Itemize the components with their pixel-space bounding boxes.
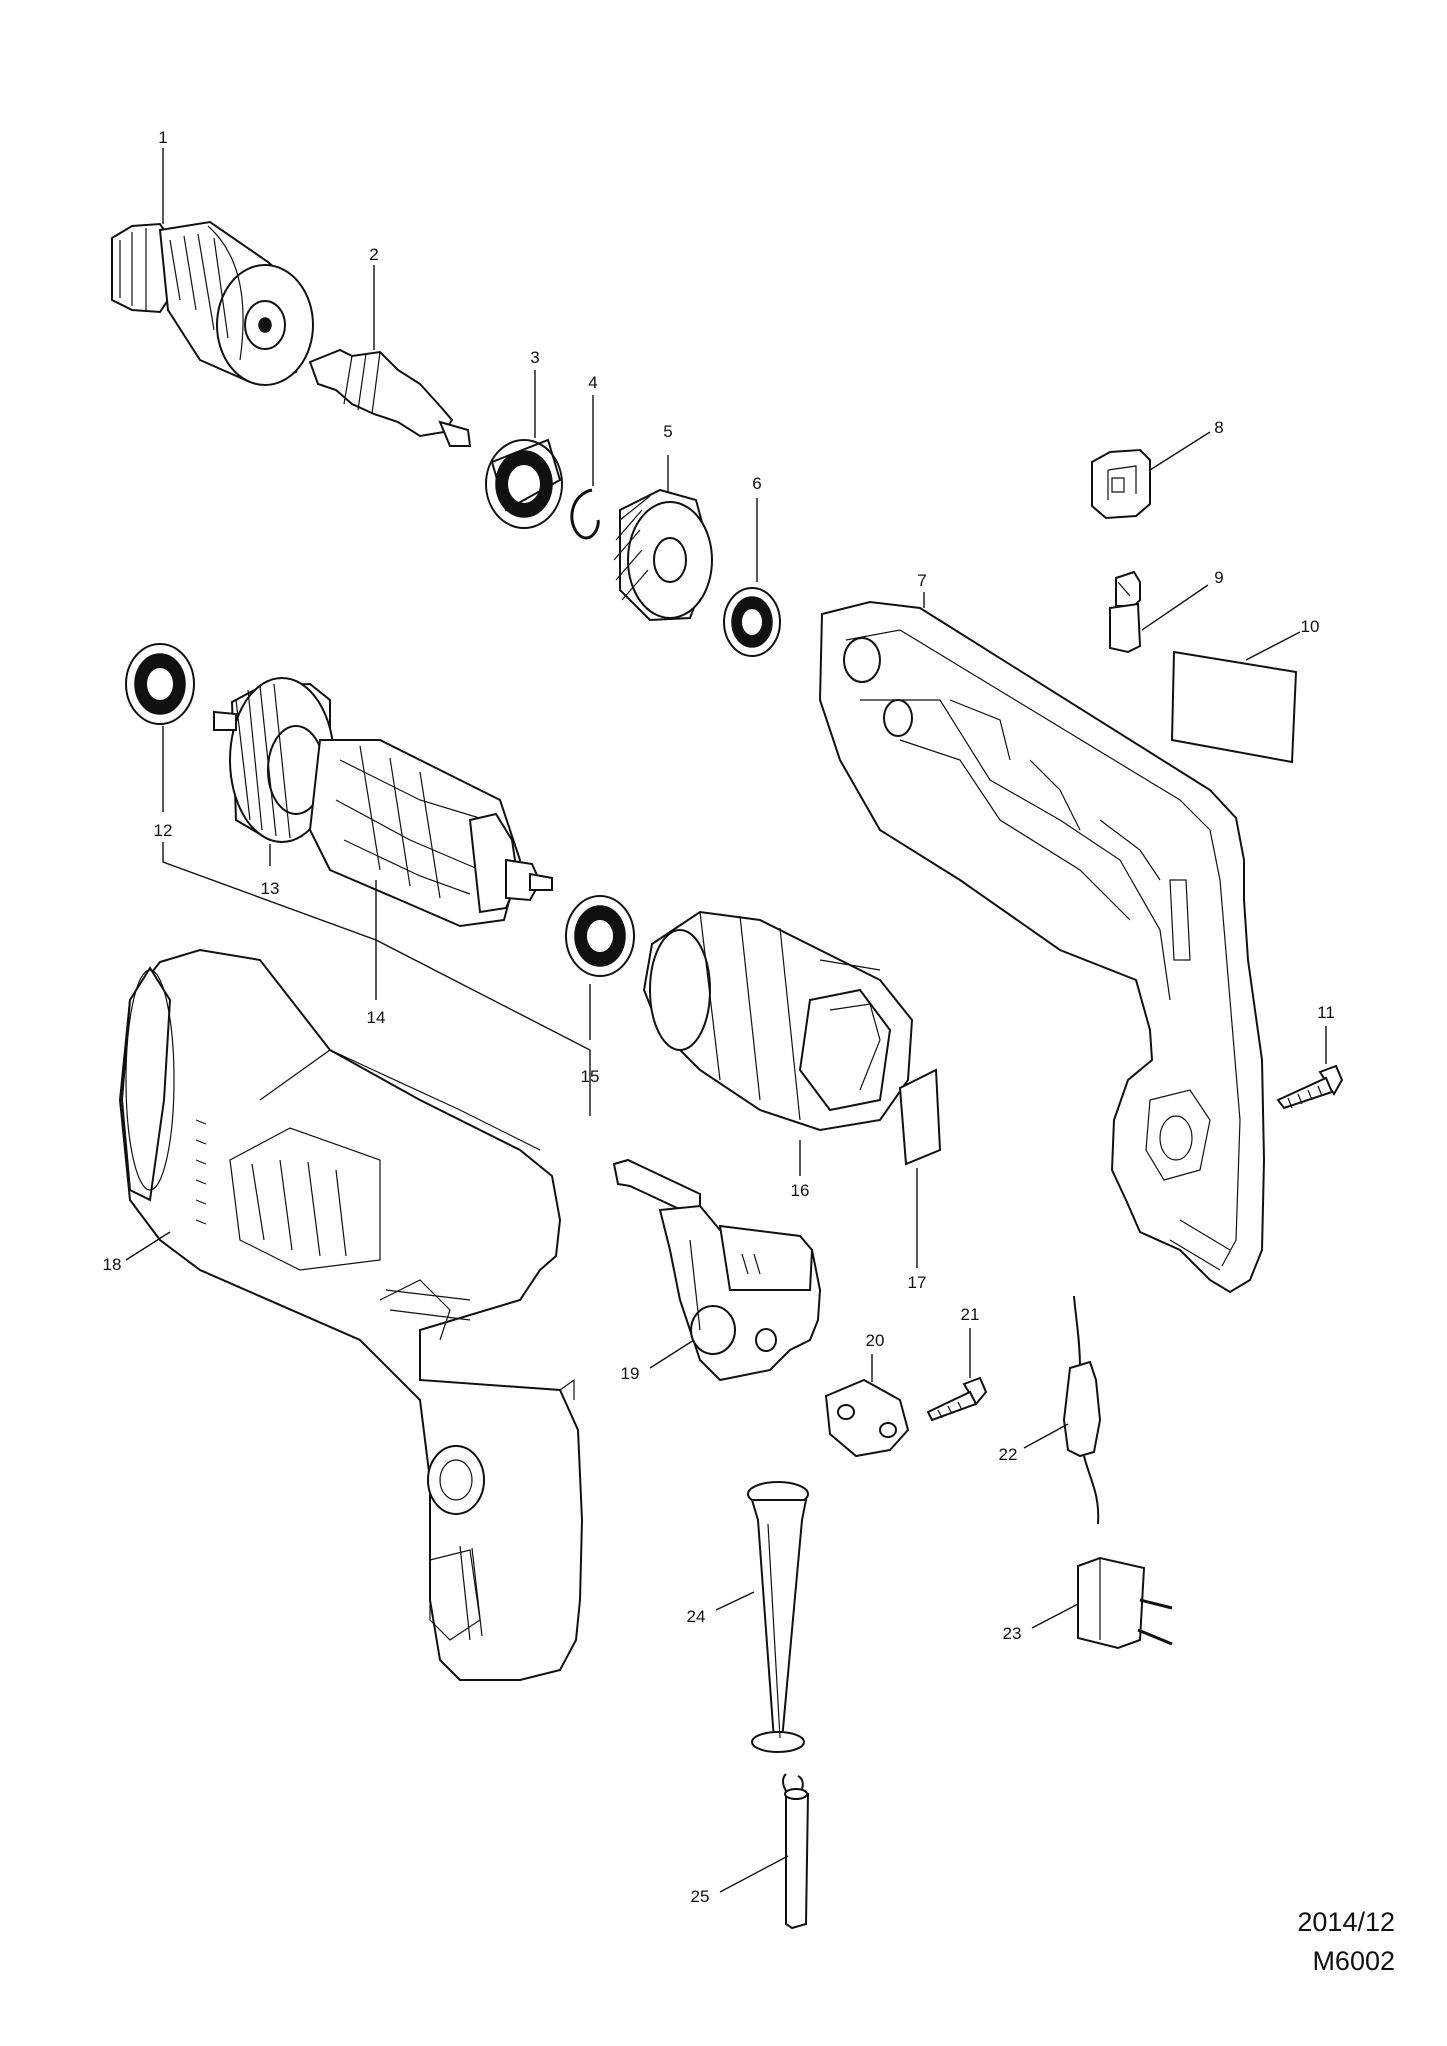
model-number: M6002 bbox=[1312, 1946, 1395, 1976]
part-8-brush-holder bbox=[1091, 448, 1151, 520]
part-6-small-bearing bbox=[723, 587, 781, 657]
part-14-armature bbox=[213, 677, 553, 928]
revision-date: 2014/12 bbox=[1297, 1907, 1395, 1937]
callout-5: 5 bbox=[663, 422, 672, 441]
callout-17: 17 bbox=[908, 1273, 927, 1292]
callout-20: 20 bbox=[866, 1331, 885, 1350]
callout-18: 18 bbox=[103, 1255, 122, 1274]
callout-7: 7 bbox=[917, 571, 926, 590]
part-21-screw bbox=[926, 1376, 988, 1422]
callout-15: 15 bbox=[581, 1067, 600, 1086]
callout-19: 19 bbox=[621, 1364, 640, 1383]
part-20-strain-relief bbox=[824, 1378, 910, 1458]
part-10-name-plate bbox=[1170, 650, 1298, 764]
part-15-bearing bbox=[565, 895, 635, 977]
callout-24: 24 bbox=[687, 1607, 706, 1626]
callout-11: 11 bbox=[1317, 1003, 1335, 1022]
callout-2: 2 bbox=[369, 245, 378, 264]
callout-6: 6 bbox=[752, 474, 761, 493]
callout-25: 25 bbox=[691, 1887, 710, 1906]
part-25-power-cord bbox=[782, 1773, 810, 1930]
part-11-screw bbox=[1276, 1064, 1344, 1110]
part-24-cord-guard bbox=[747, 1481, 809, 1753]
part-2-spindle bbox=[308, 348, 472, 447]
callout-labels: 1 2 3 4 5 6 7 8 9 10 11 12 13 14 15 16 1… bbox=[103, 128, 1335, 1906]
callout-3: 3 bbox=[530, 348, 539, 367]
callout-21: 21 bbox=[961, 1305, 980, 1324]
callout-22: 22 bbox=[999, 1445, 1018, 1464]
part-1-chuck bbox=[111, 220, 314, 386]
part-23-capacitor bbox=[1077, 1556, 1173, 1650]
part-3-bearing bbox=[485, 438, 563, 529]
callout-4: 4 bbox=[588, 373, 597, 392]
callout-10: 10 bbox=[1301, 617, 1320, 636]
part-7-housing-half bbox=[818, 600, 1266, 1294]
part-12-bearing bbox=[125, 643, 195, 725]
part-19-switch bbox=[612, 1158, 822, 1382]
part-18-housing-set bbox=[118, 948, 584, 1681]
callout-1: 1 bbox=[158, 128, 167, 147]
part-17-insulation bbox=[898, 1068, 942, 1166]
callout-8: 8 bbox=[1214, 418, 1223, 437]
callout-14: 14 bbox=[367, 1008, 386, 1027]
part-4-retaining-ring bbox=[570, 488, 600, 540]
callout-23: 23 bbox=[1003, 1624, 1022, 1643]
callout-13: 13 bbox=[261, 879, 280, 898]
part-16-field bbox=[642, 910, 914, 1132]
part-22-noise-suppressor bbox=[1062, 1295, 1102, 1525]
part-5-gear bbox=[613, 488, 714, 622]
part-9-carbon-brush bbox=[1109, 570, 1142, 654]
callout-16: 16 bbox=[791, 1181, 810, 1200]
callout-9: 9 bbox=[1214, 568, 1223, 587]
callout-12: 12 bbox=[154, 821, 173, 840]
